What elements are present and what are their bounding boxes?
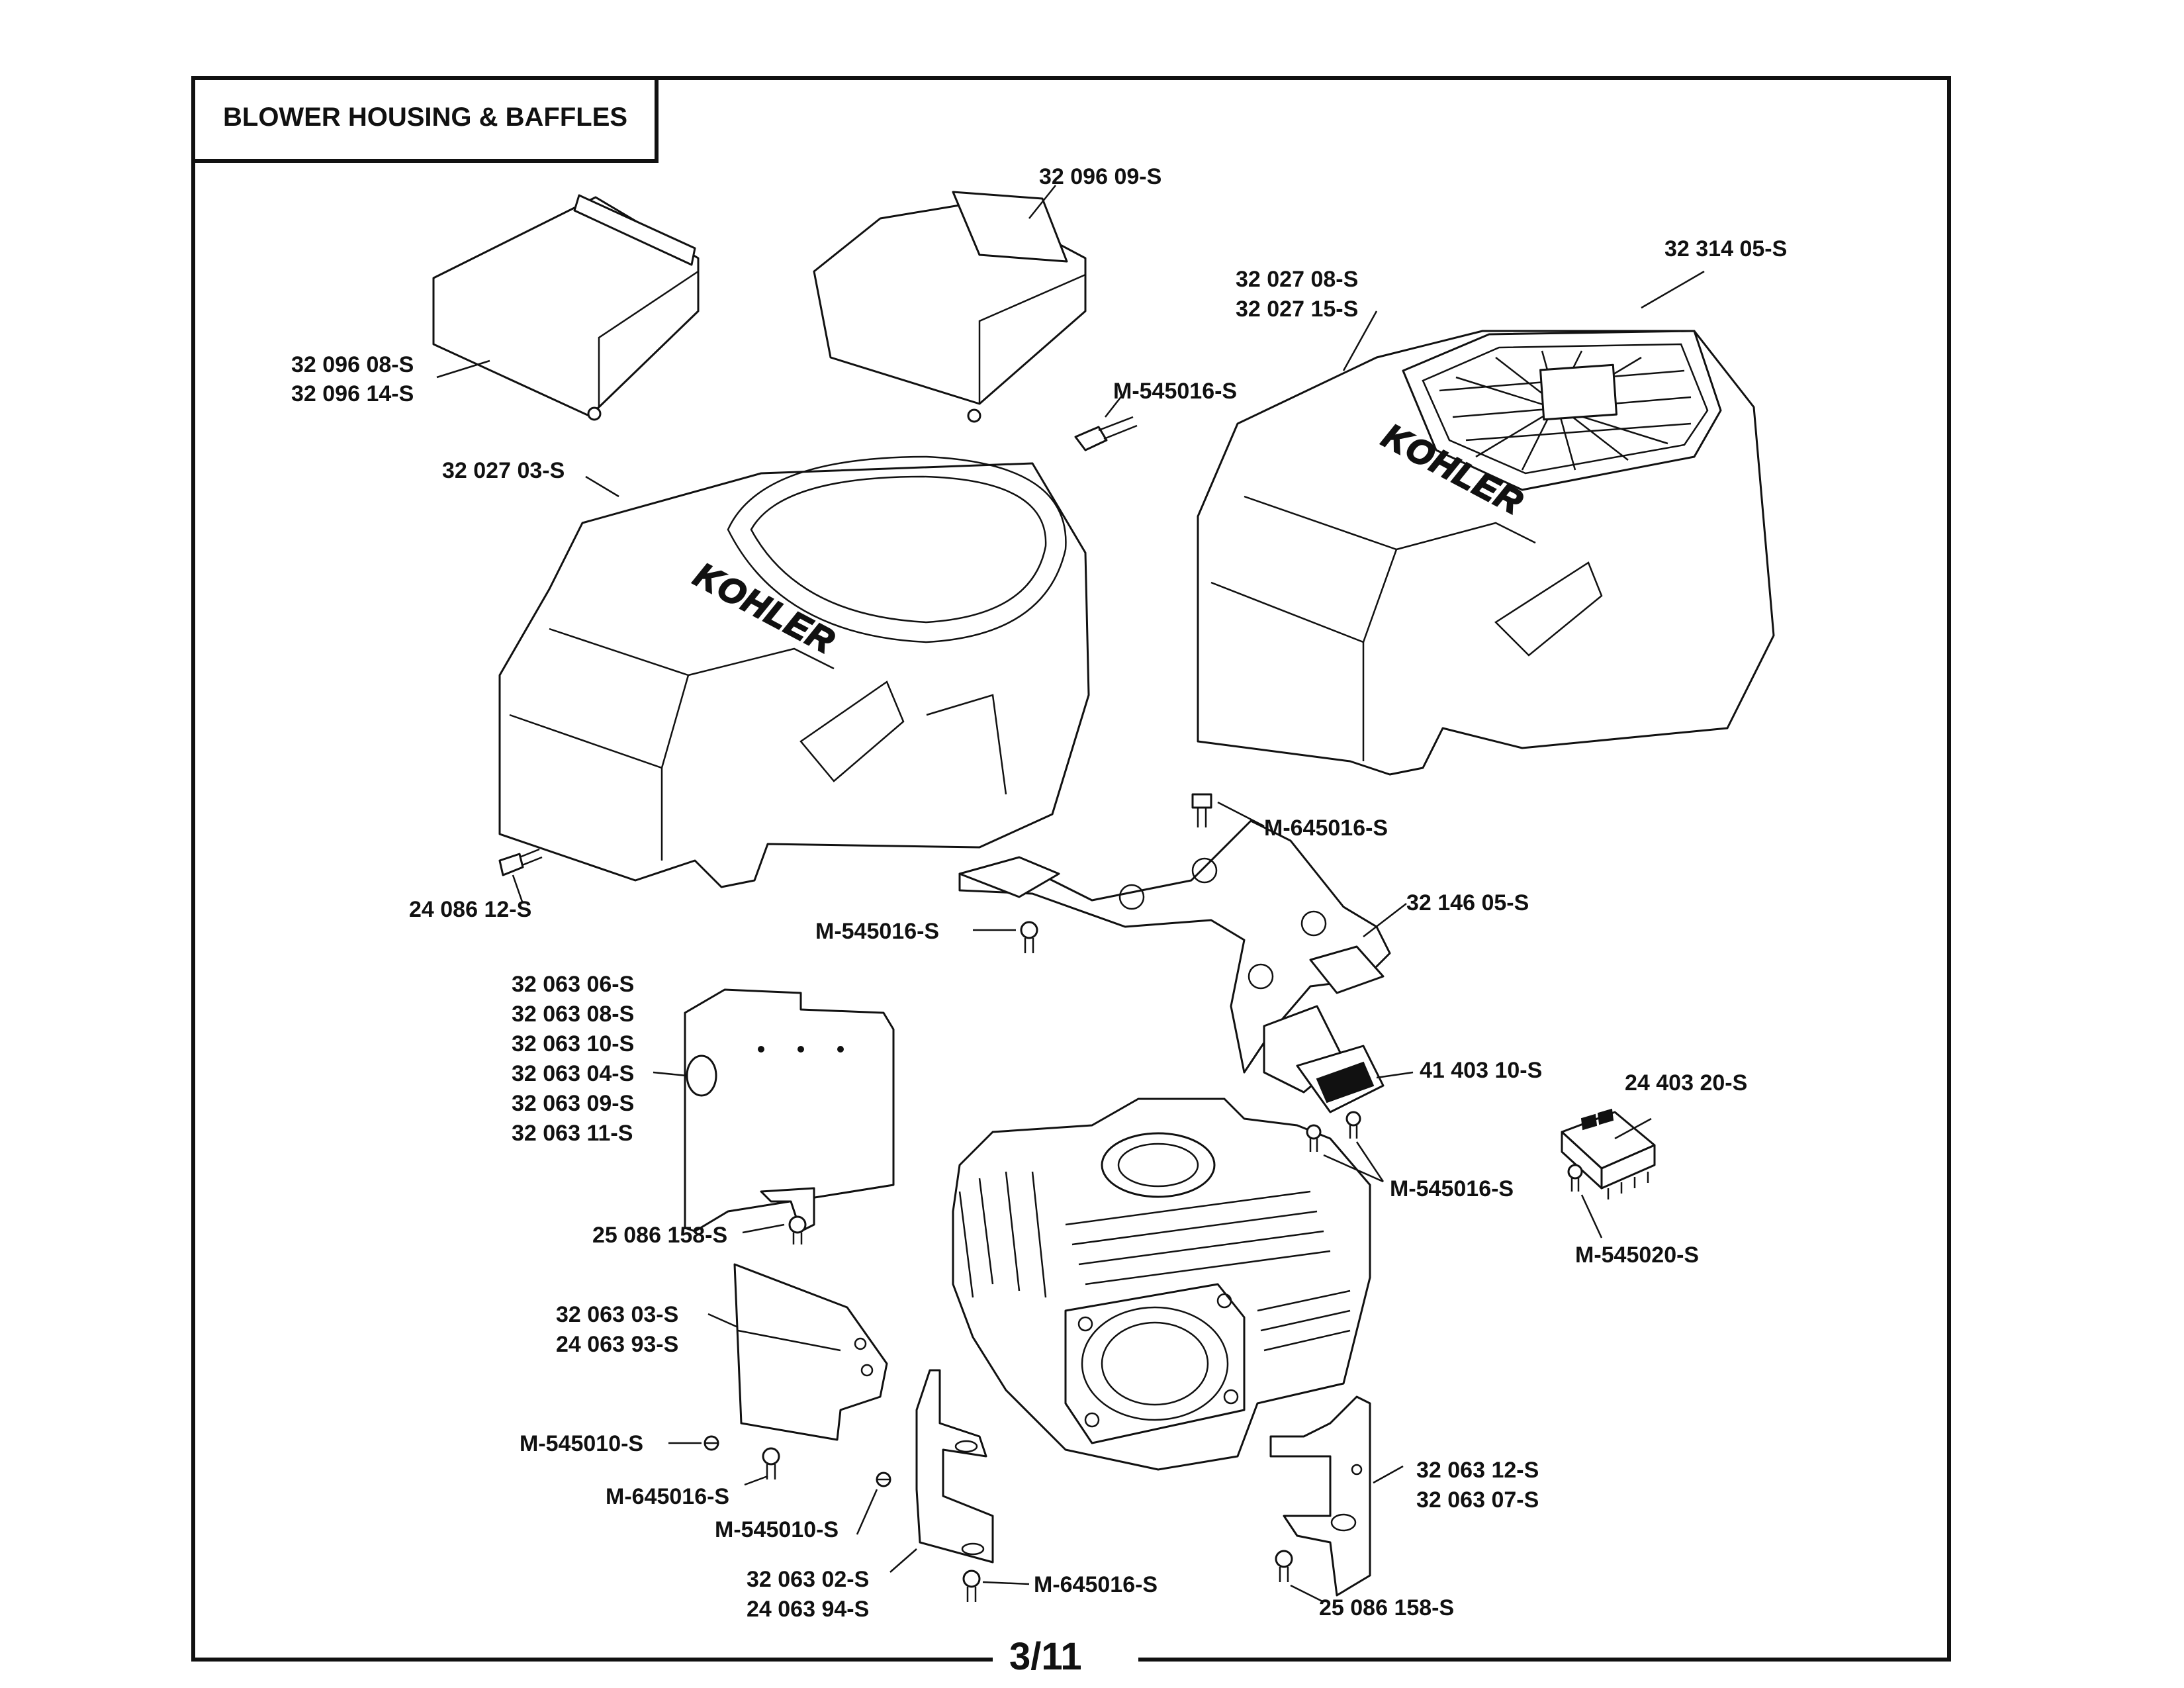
label-32-063-06: 32 063 06-S: [512, 972, 634, 997]
label-32-027-08: 32 027 08-S: [1236, 267, 1358, 292]
page-title: BLOWER HOUSING & BAFFLES: [223, 103, 627, 132]
label-24-086-12: 24 086 12-S: [409, 897, 531, 922]
label-m645016-left: M-645016-S: [606, 1484, 729, 1509]
label-32-096-14: 32 096 14-S: [291, 381, 414, 406]
screw-25086158-left: [788, 1215, 807, 1244]
screw-m545016-plate: [1020, 921, 1038, 953]
label-32-314-05: 32 314 05-S: [1664, 236, 1787, 261]
label-m545010-center: M-545010-S: [715, 1517, 839, 1542]
label-32-063-08: 32 063 08-S: [512, 1002, 634, 1027]
label-m545020: M-545020-S: [1575, 1243, 1699, 1268]
screw-m545016-top: [1074, 416, 1138, 451]
cylinder-baffle-lower-left: [733, 1263, 888, 1441]
label-24-063-93: 24 063 93-S: [556, 1332, 678, 1357]
screw-m545010-left: [704, 1435, 719, 1451]
fasteners: [498, 416, 1583, 1602]
label-32-027-03: 32 027 03-S: [442, 458, 565, 483]
screw-m645016-left: [762, 1447, 780, 1479]
cylinder-baffle-left: [684, 988, 895, 1233]
baffle-bracket-right: [1269, 1395, 1371, 1597]
label-32-063-02: 32 063 02-S: [747, 1567, 869, 1592]
baffle-bracket-center: [915, 1369, 994, 1564]
label-41-403-10: 41 403 10-S: [1420, 1058, 1542, 1083]
label-32-063-09: 32 063 09-S: [512, 1091, 634, 1116]
screw-24086-12: [498, 848, 543, 876]
screw-m645016-housing: [1191, 793, 1212, 827]
blower-housing-open: KOHLER: [498, 455, 1090, 888]
label-32-063-03: 32 063 03-S: [556, 1302, 678, 1327]
label-32-063-07: 32 063 07-S: [1416, 1487, 1539, 1513]
label-m645016-housing: M-645016-S: [1264, 816, 1388, 841]
baffle-plate: [958, 820, 1391, 1074]
label-m645016-bottom: M-645016-S: [1034, 1572, 1158, 1597]
label-24-403-20: 24 403 20-S: [1625, 1070, 1747, 1096]
screw-25086158-right: [1275, 1550, 1293, 1582]
page-frame: [191, 76, 1951, 1662]
screw-m645016-bottom: [962, 1570, 981, 1602]
rectifier-regulator: [1263, 1005, 1385, 1113]
screw-m545020: [1567, 1164, 1583, 1192]
leader-lines: [436, 185, 1705, 1603]
label-32-063-10: 32 063 10-S: [512, 1031, 634, 1056]
rectifier: [1561, 1108, 1656, 1199]
label-32-096-08: 32 096 08-S: [291, 352, 414, 377]
label-m545016-regulator: M-545016-S: [1390, 1176, 1514, 1201]
label-25-086-158-right: 25 086 158-S: [1319, 1595, 1454, 1620]
engine-block: [952, 1098, 1371, 1471]
label-32-096-09: 32 096 09-S: [1039, 164, 1161, 189]
screw-m545010-center: [876, 1472, 891, 1487]
page-number: 3/11: [1009, 1635, 1082, 1678]
label-m545016-plate: M-545016-S: [815, 919, 939, 944]
label-m545010-left: M-545010-S: [520, 1431, 643, 1456]
label-32-063-11: 32 063 11-S: [512, 1121, 633, 1146]
label-24-063-94: 24 063 94-S: [747, 1597, 869, 1622]
label-32-146-05: 32 146 05-S: [1406, 890, 1529, 915]
blower-housing-grille: KOHLER: [1197, 330, 1775, 776]
screw-m545016-regulator-a: [1306, 1124, 1322, 1152]
label-25-086-158-left: 25 086 158-S: [592, 1223, 727, 1248]
shroud-cover-center: [813, 191, 1087, 423]
label-32-063-12: 32 063 12-S: [1416, 1458, 1539, 1483]
label-32-027-15: 32 027 15-S: [1236, 297, 1358, 322]
label-m545016-top: M-545016-S: [1113, 379, 1237, 404]
screw-m545016-regulator-b: [1345, 1111, 1361, 1139]
part-labels: 32 096 09-S 32 314 05-S 32 027 08-S 32 0…: [291, 164, 1787, 1622]
title-box: BLOWER HOUSING & BAFFLES: [191, 76, 659, 163]
label-32-063-04: 32 063 04-S: [512, 1061, 634, 1086]
shroud-cover-left: [432, 194, 700, 421]
